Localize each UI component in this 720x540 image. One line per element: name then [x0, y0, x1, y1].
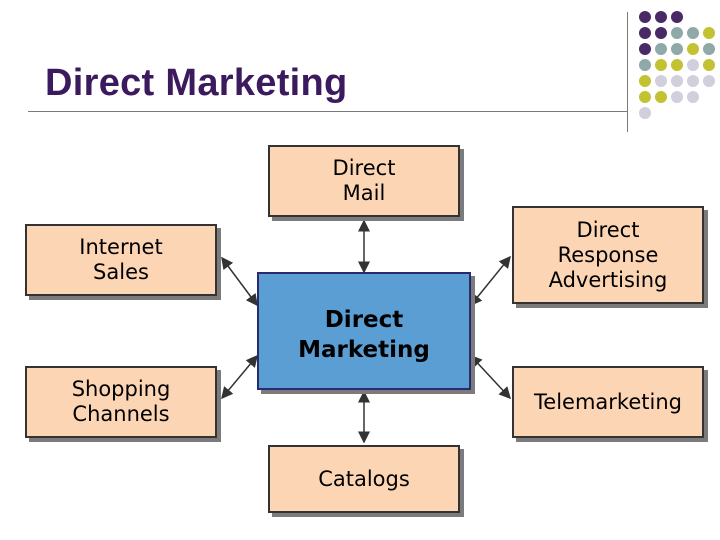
dot-grid-olive	[639, 27, 715, 103]
dot-grid-teal	[639, 27, 715, 71]
node-direct-response-advertising: Direct Response Advertising	[512, 206, 704, 304]
node-direct-mail: Direct Mail	[268, 145, 460, 217]
node-shopping-channels: Shopping Channels	[25, 366, 217, 438]
node-internet-sales: Internet Sales	[25, 224, 217, 296]
arrow-to-direct-response	[470, 255, 511, 307]
arrow-to-telemarketing	[469, 354, 512, 400]
node-telemarketing: Telemarketing	[512, 366, 704, 438]
node-direct-marketing-center: Direct Marketing	[257, 272, 471, 390]
vertical-rule	[627, 12, 628, 132]
slide-title: Direct Marketing	[45, 62, 348, 104]
node-catalogs: Catalogs	[268, 445, 460, 513]
arrow-to-internet-sales	[221, 256, 258, 307]
horizontal-rule	[28, 111, 628, 112]
arrow-to-shopping-channels	[221, 354, 258, 400]
dot-grid-purple	[639, 11, 683, 55]
dot-grid-lavender	[639, 59, 715, 119]
